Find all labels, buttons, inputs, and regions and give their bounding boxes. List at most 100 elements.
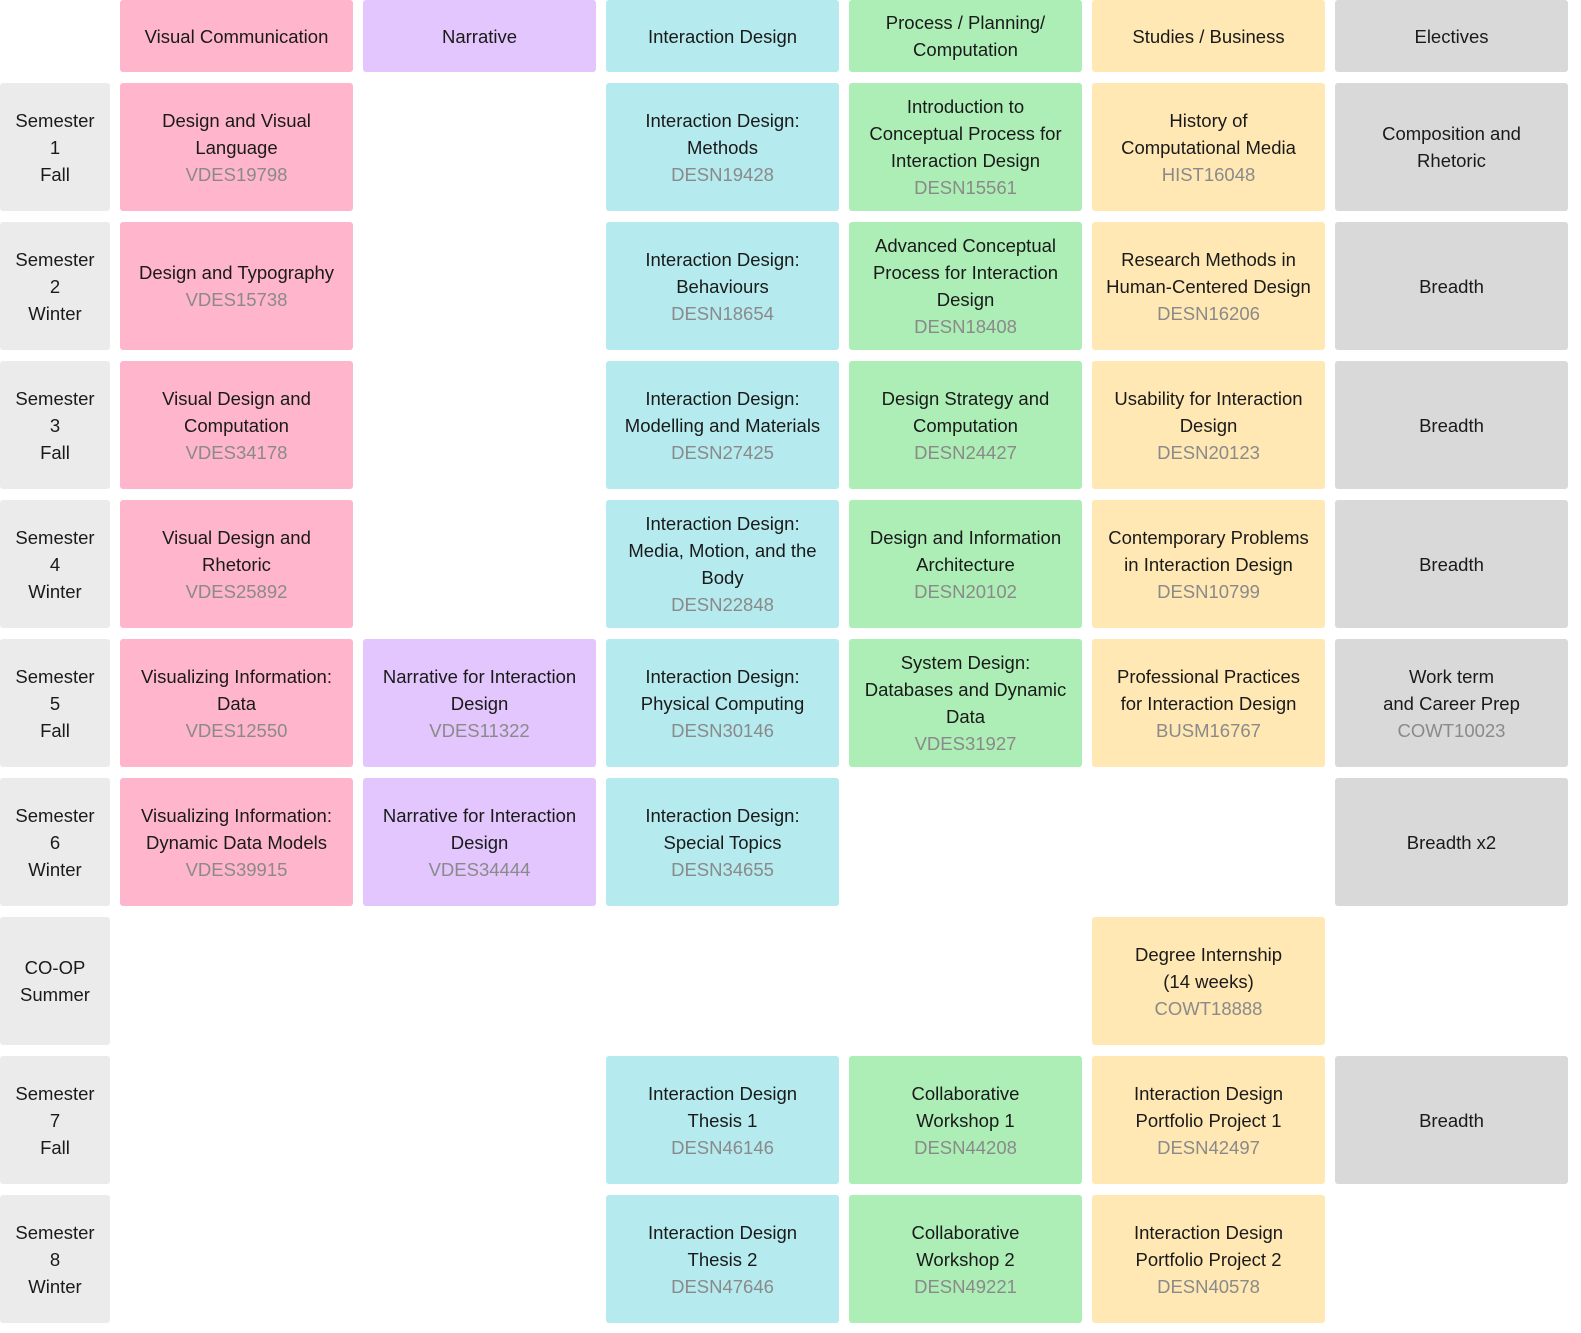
row-header-label: CO-OP Summer	[20, 957, 90, 1005]
column-header-process: Process / Planning/ Computation	[849, 0, 1082, 72]
course-title: Degree Internship (14 weeks)	[1134, 943, 1283, 992]
course-title: Visualizing Information: Data	[141, 665, 332, 714]
column-header-studies: Studies / Business	[1092, 0, 1325, 72]
row-header-label: Semester 5 Fall	[15, 665, 95, 741]
course-title: Breadth x2	[1406, 831, 1497, 853]
course-title: Collaborative Workshop 1	[911, 1082, 1020, 1131]
course-title: Breadth	[1419, 414, 1484, 436]
row-header-label: Semester 1 Fall	[15, 109, 95, 185]
course-title: Interaction Design: Physical Computing	[640, 665, 805, 714]
course-title: Usability for Interaction Design	[1114, 387, 1303, 436]
course-title: Collaborative Workshop 2	[911, 1221, 1020, 1270]
course-code: VDES11322	[429, 719, 530, 741]
course-title: Design Strategy and Computation	[881, 387, 1050, 436]
course-card-electives: Composition and Rhetoric	[1335, 83, 1568, 211]
course-code: DESN27425	[671, 441, 774, 463]
course-code: DESN49221	[914, 1275, 1017, 1297]
course-title: Introduction to Conceptual Process for I…	[869, 96, 1062, 171]
column-header-narrative: Narrative	[363, 0, 596, 72]
column-header-label: Studies / Business	[1132, 25, 1285, 47]
column-header-visual-communication: Visual Communication	[120, 0, 353, 72]
course-code: DESN42497	[1157, 1136, 1260, 1158]
course-code: DESN24427	[914, 441, 1017, 463]
course-card-studies: Interaction Design Portfolio Project 1 DE…	[1092, 1056, 1325, 1184]
column-header-label: Interaction Design	[647, 25, 798, 47]
row-header: Semester 5 Fall	[0, 639, 110, 767]
row-header-label: Semester 6 Winter	[15, 804, 95, 880]
course-code: DESN19428	[671, 163, 774, 185]
course-card-studies: Research Methods in Human-Centered Desig…	[1092, 222, 1325, 350]
course-card-interaction-design: Interaction Design: Modelling and Materi…	[606, 361, 839, 489]
column-header-interaction-design: Interaction Design	[606, 0, 839, 72]
course-title: Work term and Career Prep	[1383, 665, 1520, 714]
course-code: DESN34655	[671, 858, 774, 880]
course-title: Narrative for Interaction Design	[382, 804, 577, 853]
course-title: Breadth	[1419, 275, 1484, 297]
row-header-label: Semester 7 Fall	[15, 1082, 95, 1158]
column-header-label: Visual Communication	[144, 25, 329, 47]
course-code: COWT18888	[1154, 997, 1263, 1019]
course-code: DESN20102	[914, 580, 1017, 602]
course-card-electives: Breadth	[1335, 361, 1568, 489]
row-header: CO-OP Summer	[0, 917, 110, 1045]
course-title: Professional Practices for Interaction D…	[1116, 665, 1301, 714]
course-code: COWT10023	[1397, 719, 1506, 741]
row-header: Semester 6 Winter	[0, 778, 110, 906]
row-header: Semester 1 Fall	[0, 83, 110, 211]
course-title: Interaction Design: Media, Motion, and t…	[628, 513, 817, 588]
course-code: DESN44208	[914, 1136, 1017, 1158]
row-header: Semester 4 Winter	[0, 500, 110, 628]
course-card-process: Advanced Conceptual Process for Interact…	[849, 222, 1082, 350]
course-card-electives: Breadth	[1335, 500, 1568, 628]
course-code: VDES15738	[185, 289, 288, 310]
course-title: Design and Typography	[138, 262, 335, 283]
course-title: Advanced Conceptual Process for Interact…	[872, 235, 1059, 310]
course-code: BUSM16767	[1156, 719, 1261, 741]
course-card-electives: Breadth	[1335, 1056, 1568, 1184]
course-card-process: Introduction to Conceptual Process for I…	[849, 83, 1082, 211]
course-card-studies: Degree Internship (14 weeks) COWT18888	[1092, 917, 1325, 1045]
course-card-studies: Contemporary Problems in Interaction Des…	[1092, 500, 1325, 628]
course-title: Visual Design and Rhetoric	[162, 526, 311, 575]
course-title: Contemporary Problems in Interaction Des…	[1108, 526, 1309, 575]
course-title: Interaction Design: Special Topics	[645, 804, 800, 853]
course-card-process: Collaborative Workshop 2 DESN49221	[849, 1195, 1082, 1323]
course-title: Interaction Design: Methods	[645, 109, 800, 158]
course-title: Interaction Design Portfolio Project 2	[1133, 1221, 1284, 1270]
course-card-process: System Design: Databases and Dynamic Dat…	[849, 639, 1082, 767]
course-title: Composition and Rhetoric	[1382, 123, 1521, 171]
column-header-label: Process / Planning/ Computation	[885, 12, 1046, 60]
course-title: Interaction Design Thesis 2	[647, 1221, 798, 1270]
row-header-label: Semester 8 Winter	[15, 1221, 95, 1297]
column-header-label: Electives	[1414, 25, 1489, 47]
course-code: VDES25892	[185, 580, 288, 602]
course-code: VDES34178	[185, 441, 288, 463]
course-title: Interaction Design Portfolio Project 1	[1133, 1082, 1284, 1131]
course-code: VDES34444	[428, 858, 531, 880]
row-header: Semester 7 Fall	[0, 1056, 110, 1184]
course-code: HIST16048	[1161, 163, 1256, 185]
course-code: DESN18408	[914, 316, 1017, 337]
course-title: History of Computational Media	[1121, 109, 1296, 158]
column-header-label: Narrative	[441, 25, 518, 47]
course-code: DESN46146	[671, 1136, 774, 1158]
course-title: Research Methods in Human-Centered Desig…	[1106, 248, 1311, 297]
course-title: Design and Information Architecture	[869, 526, 1062, 575]
row-header-label: Semester 4 Winter	[15, 526, 95, 602]
course-card-visual-communication: Visualizing Information: Dynamic Data Mo…	[120, 778, 353, 906]
course-code: VDES39915	[185, 858, 288, 880]
course-code: DESN22848	[671, 594, 774, 615]
